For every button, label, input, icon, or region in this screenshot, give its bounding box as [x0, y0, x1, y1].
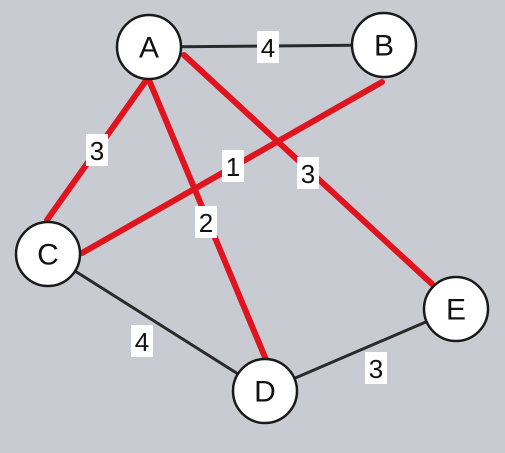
node-d: D: [231, 357, 299, 425]
edge-weight-c-d: 4: [131, 325, 153, 357]
node-b: B: [350, 11, 418, 79]
edge-weight-background: [365, 352, 387, 384]
edge-weight-text: 3: [90, 136, 104, 166]
edge-weight-background: [131, 325, 153, 357]
edge-labels-layer: 4 4 3 3 1 3 2: [86, 31, 387, 384]
edge-d-e: [263, 307, 458, 393]
nodes-layer: A B C D E: [14, 11, 490, 425]
node-label: E: [446, 294, 466, 327]
node-label: C: [37, 239, 59, 272]
node-circle: [115, 13, 183, 81]
edge-weight-text: 3: [369, 354, 383, 384]
node-circle: [14, 220, 82, 288]
edge-c-d: [46, 252, 267, 393]
edge-weight-background: [257, 31, 279, 63]
edge-weight-text: 2: [199, 208, 213, 238]
edge-weight-a-d: 2: [195, 206, 217, 238]
edge-weight-b-c: 1: [222, 150, 244, 182]
node-label: B: [374, 30, 394, 63]
node-label: A: [139, 32, 159, 65]
edge-weight-background: [222, 150, 244, 182]
edge-weight-background: [86, 134, 108, 166]
node-label: D: [254, 376, 276, 409]
edge-weight-a-c: 3: [86, 134, 108, 166]
node-c: C: [14, 220, 82, 288]
edge-weight-background: [195, 206, 217, 238]
node-e: E: [422, 275, 490, 343]
edges-layer: [44, 43, 458, 393]
edge-weight-d-e: 3: [365, 352, 387, 384]
edge-weight-text: 4: [135, 327, 149, 357]
edge-weight-text: 1: [226, 152, 240, 182]
edge-weight-a-e: 3: [297, 157, 319, 189]
node-a: A: [115, 13, 183, 81]
edge-weight-text: 4: [261, 33, 275, 63]
node-circle: [350, 11, 418, 79]
node-circle: [422, 275, 490, 343]
edge-weight-text: 3: [301, 159, 315, 189]
edge-weight-a-b: 4: [257, 31, 279, 63]
node-circle: [231, 357, 299, 425]
edge-weight-background: [297, 157, 319, 189]
